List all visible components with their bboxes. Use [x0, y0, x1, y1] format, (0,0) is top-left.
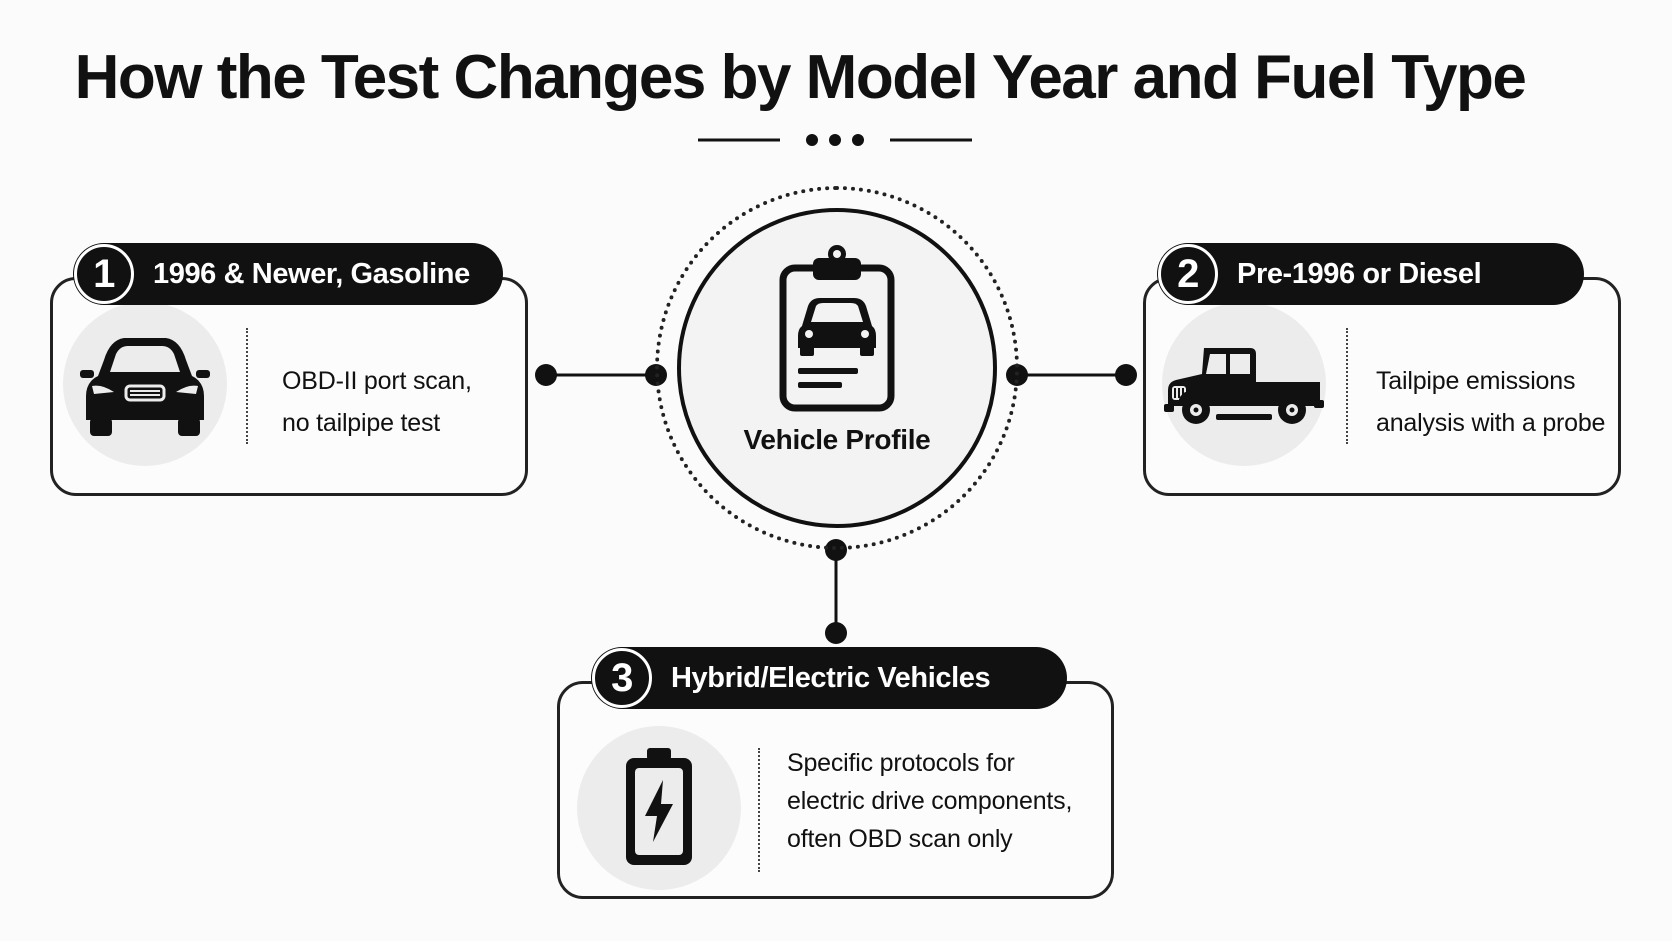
connector-dot [1115, 364, 1137, 386]
card-description: Tailpipe emissions analysis with a probe [1376, 360, 1605, 444]
card-heading: Hybrid/Electric Vehicles [671, 662, 991, 694]
step-number: 3 [592, 648, 652, 708]
title-divider [698, 134, 972, 146]
diagram-title: How the Test Changes by Model Year and F… [74, 43, 1527, 112]
card-gasoline: OBD-II port scan, no tailpipe test [50, 277, 528, 496]
card-description: Specific protocols for electric drive co… [787, 744, 1072, 858]
card-heading-pill: 3 Hybrid/Electric Vehicles [591, 647, 1067, 709]
icon-circle [63, 302, 227, 466]
card-heading: Pre-1996 or Diesel [1237, 258, 1482, 290]
connector-dot [535, 364, 557, 386]
vintage-pickup-truck-icon [1164, 348, 1324, 424]
connector-dot [825, 622, 847, 644]
card-heading-pill: 2 Pre-1996 or Diesel [1157, 243, 1584, 305]
hub-dotted-ring [655, 186, 1019, 550]
description-line: often OBD scan only [787, 825, 1013, 853]
card-description: OBD-II port scan, no tailpipe test [282, 360, 472, 444]
icon-circle [577, 726, 741, 890]
icon-circle [1162, 302, 1326, 466]
card-heading: 1996 & Newer, Gasoline [153, 258, 470, 290]
step-number: 1 [74, 244, 134, 304]
description-line: OBD-II port scan, [282, 367, 472, 395]
card-divider [1346, 328, 1348, 444]
description-line: no tailpipe test [282, 409, 441, 437]
card-hybrid-electric: Specific protocols for electric drive co… [557, 681, 1114, 899]
hub-label: Vehicle Profile [743, 424, 931, 455]
battery-bolt-icon [626, 748, 692, 865]
description-line: analysis with a probe [1376, 409, 1606, 437]
description-line: electric drive components, [787, 787, 1073, 815]
card-divider [246, 328, 248, 444]
description-line: Tailpipe emissions [1376, 367, 1576, 395]
card-diesel: Tailpipe emissions analysis with a probe [1143, 277, 1621, 496]
description-line: Specific protocols for [787, 749, 1015, 777]
step-number: 2 [1158, 244, 1218, 304]
card-divider [758, 748, 760, 872]
card-heading-pill: 1 1996 & Newer, Gasoline [73, 243, 503, 305]
sedan-car-icon [80, 338, 210, 436]
clipboard-car-icon [779, 245, 895, 412]
